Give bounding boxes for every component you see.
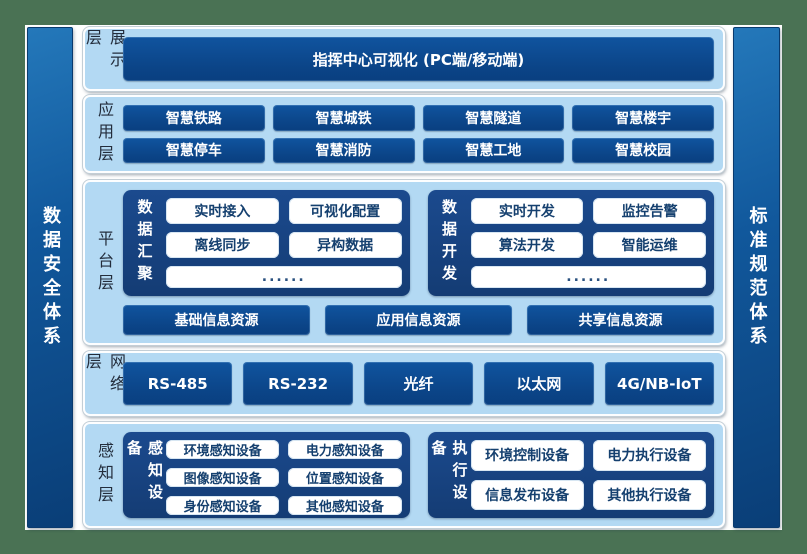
app-block-smart-parking: 智慧停车: [123, 137, 265, 163]
block-basic-info-resource: 基础信息资源: [123, 305, 310, 335]
block-development-more: ......: [470, 266, 706, 288]
group-sensing-devices-label: 感知设备: [125, 440, 164, 510]
block-other-exec: 其他执行设备: [592, 479, 706, 510]
layer-label-network-text: 网络层: [83, 353, 126, 397]
block-other-sensing: 其他感知设备: [288, 496, 402, 515]
group-data-development-label-text: 数据开发: [440, 199, 458, 287]
app-block-smart-tunnel: 智慧隧道: [422, 105, 565, 131]
block-realtime-dev: 实时开发: [470, 198, 584, 224]
layer-panel-perception: 感知层 感知设备 环境感知设备 电力感知设备 图像感知设备 位置感知设备 身份感…: [83, 422, 725, 528]
layer-label-presentation-text: 展示层: [83, 29, 126, 73]
block-offline-sync: 离线同步: [166, 232, 279, 258]
standards-side-bar: 标准规范体系: [733, 27, 780, 528]
network-block-fiber: 光纤: [363, 362, 474, 405]
group-data-development: 数据开发 实时开发 监控告警 算法开发 智能运维 ......: [427, 190, 714, 296]
block-env-sensing: 环境感知设备: [166, 440, 280, 459]
app-block-smart-site: 智慧工地: [422, 137, 565, 163]
network-content: RS-485 RS-232 光纤 以太网 4G/NB-IoT: [123, 353, 723, 414]
app-block-smart-metro: 智慧城铁: [272, 105, 415, 131]
layer-label-presentation: 展示层: [83, 29, 126, 89]
layer-label-perception-text: 感知层: [95, 442, 114, 508]
network-block-rs232: RS-232: [243, 362, 353, 405]
block-power-sensing: 电力感知设备: [288, 440, 402, 459]
group-data-aggregation-grid: 实时接入 可视化配置 离线同步 异构数据 ......: [159, 198, 402, 288]
block-location-sensing: 位置感知设备: [288, 468, 402, 487]
layer-label-application: 应用层: [85, 97, 123, 171]
group-execution-devices-label-text: 执行设备: [429, 440, 469, 506]
block-aggregation-more: ......: [166, 266, 402, 288]
app-block-smart-building: 智慧楼宇: [572, 105, 714, 131]
standards-side-bar-label: 标准规范体系: [746, 205, 768, 350]
block-realtime-ingest: 实时接入: [166, 198, 279, 224]
group-data-development-label: 数据开发: [436, 198, 464, 288]
group-execution-devices-label: 执行设备: [430, 440, 469, 510]
layer-panel-platform: 平台层 数据汇聚 实时接入 可视化配置 离线同步 异构数据 ......: [83, 180, 725, 345]
resource-row: 基础信息资源 应用信息资源 共享信息资源: [123, 305, 714, 335]
layer-label-platform: 平台层: [85, 182, 123, 343]
block-env-control: 环境控制设备: [470, 440, 584, 471]
network-block-4g-nbiot: 4G/NB-IoT: [604, 362, 714, 405]
app-block-smart-campus: 智慧校园: [572, 137, 714, 163]
presentation-content: 指挥中心可视化 (PC端/移动端): [123, 29, 723, 89]
group-data-development-grid: 实时开发 监控告警 算法开发 智能运维 ......: [464, 198, 706, 288]
app-block-smart-railway: 智慧铁路: [123, 105, 265, 131]
app-block-smart-fire: 智慧消防: [272, 137, 415, 163]
layer-label-perception: 感知层: [85, 424, 123, 526]
data-security-side-bar: 数据安全体系: [27, 27, 73, 528]
network-block-rs485: RS-485: [123, 362, 233, 405]
layer-panel-network: 网络层 RS-485 RS-232 光纤 以太网 4G/NB-IoT: [83, 351, 725, 416]
group-sensing-devices-grid: 环境感知设备 电力感知设备 图像感知设备 位置感知设备 身份感知设备 其他感知设…: [159, 440, 402, 515]
group-data-aggregation-label-text: 数据汇聚: [135, 199, 154, 287]
layer-label-platform-text: 平台层: [95, 229, 114, 296]
block-app-info-resource: 应用信息资源: [325, 305, 512, 335]
block-hetero-data: 异构数据: [288, 232, 402, 258]
group-execution-devices: 执行设备 环境控制设备 电力执行设备 信息发布设备 其他执行设备: [427, 432, 714, 518]
network-block-ethernet: 以太网: [484, 362, 594, 405]
layer-label-network: 网络层: [83, 353, 126, 414]
block-identity-sensing: 身份感知设备: [166, 496, 280, 515]
block-smart-ops: 智能运维: [593, 232, 706, 258]
application-content: 智慧铁路 智慧城铁 智慧隧道 智慧楼宇 智慧停车 智慧消防 智慧工地 智慧校园: [123, 97, 723, 171]
group-sensing-devices-label-text: 感知设备: [125, 440, 164, 506]
block-algorithm-dev: 算法开发: [470, 232, 584, 258]
group-execution-devices-grid: 环境控制设备 电力执行设备 信息发布设备 其他执行设备: [464, 440, 706, 510]
group-data-aggregation-label: 数据汇聚: [131, 198, 159, 288]
group-sensing-devices: 感知设备 环境感知设备 电力感知设备 图像感知设备 位置感知设备 身份感知设备 …: [123, 432, 410, 518]
diagram-inner-area: 数据安全体系 标准规范体系 展示层 指挥中心可视化 (PC端/移动端) 应用层 …: [25, 25, 782, 530]
block-visual-config: 可视化配置: [288, 198, 402, 224]
platform-content: 数据汇聚 实时接入 可视化配置 离线同步 异构数据 ...... 数据开发: [123, 182, 723, 343]
perception-content: 感知设备 环境感知设备 电力感知设备 图像感知设备 位置感知设备 身份感知设备 …: [123, 424, 723, 526]
block-power-exec: 电力执行设备: [592, 440, 706, 471]
data-security-side-bar-label: 数据安全体系: [40, 205, 61, 350]
block-shared-info-resource: 共享信息资源: [527, 305, 714, 335]
group-data-aggregation: 数据汇聚 实时接入 可视化配置 离线同步 异构数据 ......: [123, 190, 410, 296]
layer-panel-presentation: 展示层 指挥中心可视化 (PC端/移动端): [83, 27, 725, 91]
layer-panel-application: 应用层 智慧铁路 智慧城铁 智慧隧道 智慧楼宇 智慧停车 智慧消防 智慧工地 智…: [83, 95, 725, 173]
block-monitor-alert: 监控告警: [593, 198, 706, 224]
block-image-sensing: 图像感知设备: [166, 468, 280, 487]
block-info-publish: 信息发布设备: [470, 479, 584, 510]
layer-label-application-text: 应用层: [95, 101, 114, 167]
command-center-visualization-block: 指挥中心可视化 (PC端/移动端): [123, 37, 714, 81]
